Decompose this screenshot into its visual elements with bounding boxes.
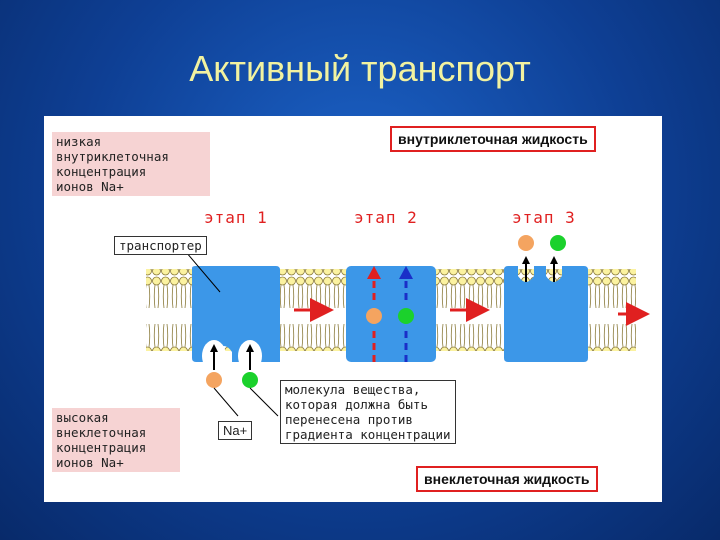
transporter-stage-3 (504, 266, 588, 362)
stage-3-label: этап 3 (512, 208, 576, 227)
molecule (398, 308, 414, 324)
molecule-label: молекула вещества, которая должна быть п… (280, 380, 456, 444)
transporter-stage-1 (192, 266, 280, 362)
stage-1-label: этап 1 (204, 208, 268, 227)
intracellular-label: внутриклеточная жидкость (390, 126, 596, 152)
transporter-stage-2 (346, 266, 436, 362)
slide-title: Активный транспорт (189, 48, 531, 89)
na-pointer (213, 387, 239, 417)
na-ion (206, 372, 222, 388)
diagram-panel: низкая внутриклеточная концентрация ионо… (44, 116, 662, 502)
na-label: Na+ (218, 421, 253, 440)
molecule (242, 372, 258, 388)
low-concentration-note: низкая внутриклеточная концентрация ионо… (52, 132, 210, 196)
extracellular-label: внеклеточная жидкость (416, 466, 598, 492)
transporter-label: транспортер (114, 236, 207, 255)
stage-2-label: этап 2 (354, 208, 418, 227)
na-ion (518, 235, 534, 251)
molecule (550, 235, 566, 251)
molecule-pointer (249, 387, 279, 417)
transporter-pointer (185, 251, 221, 293)
membrane-diagram (146, 235, 650, 417)
high-concentration-note: высокая внеклеточная концентрация ионов … (52, 408, 180, 472)
na-ion (366, 308, 382, 324)
